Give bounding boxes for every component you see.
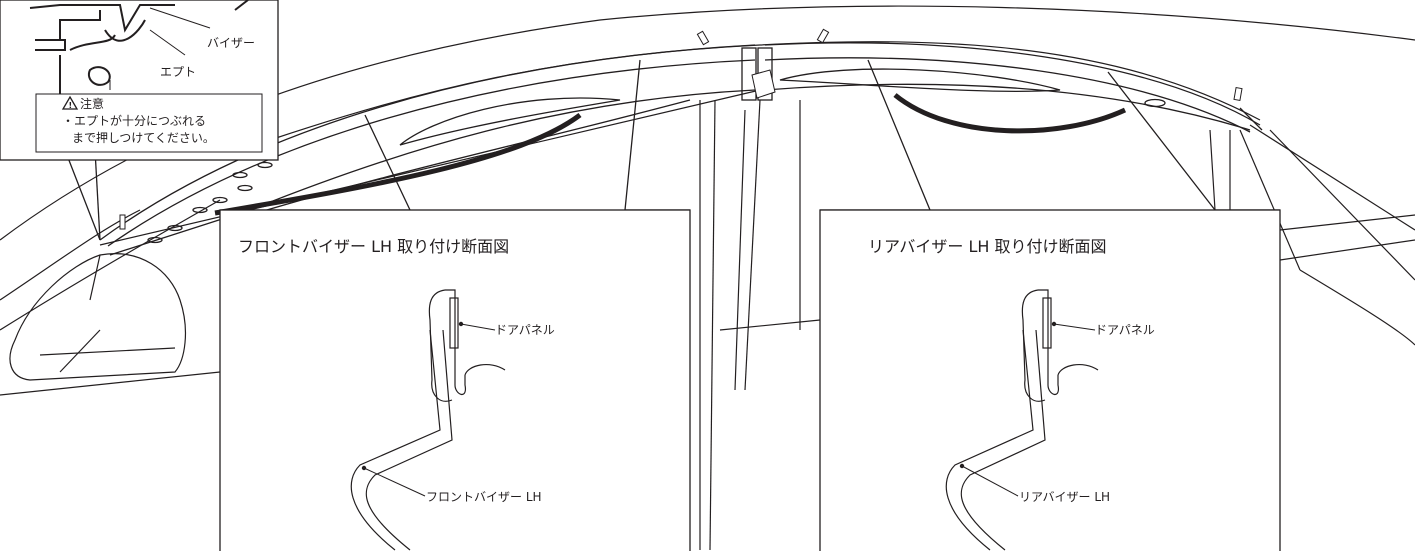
panel-rear-title: リアバイザー LH 取り付け断面図 (868, 237, 1106, 256)
callout-top-left: バイザー エプト ! 注意 ・エプトが十分につぶれる まで押しつけてください。 (0, 0, 279, 161)
warning-icon: ! (61, 95, 79, 110)
panel-front-title: フロントバイザー LH 取り付け断面図 (238, 237, 509, 256)
rear-door-panel-label: ドアパネル (1095, 323, 1155, 337)
rear-visor (757, 42, 1263, 133)
rear-visor-label: リアバイザー LH (1019, 490, 1110, 504)
front-section-profile (350, 289, 506, 551)
caution-line1: ・エプトが十分につぶれる (62, 113, 206, 128)
front-door-panel-label: ドアパネル (495, 323, 555, 337)
front-visor (99, 44, 757, 256)
ept-band-rear (893, 93, 1127, 134)
front-visor-label: フロントバイザー LH (426, 490, 542, 504)
svg-text:!: ! (69, 101, 73, 110)
rear-section-profile (945, 289, 1099, 551)
panel-front-cross-section: フロントバイザー LH 取り付け断面図 ドアパネル フロントバイザー LH (219, 209, 691, 551)
pillar-clip (751, 69, 776, 99)
caution-line2: まで押しつけてください。 (72, 131, 215, 145)
roof-clips (119, 28, 1243, 230)
callout-ept-label: エプト (160, 65, 196, 79)
panel-rear-cross-section: リアバイザー LH 取り付け断面図 ドアパネル リアバイザー LH (819, 209, 1281, 551)
caution-title: 注意 (80, 96, 104, 111)
ept-band-front (214, 112, 582, 216)
callout-visor-label: バイザー (207, 36, 255, 50)
